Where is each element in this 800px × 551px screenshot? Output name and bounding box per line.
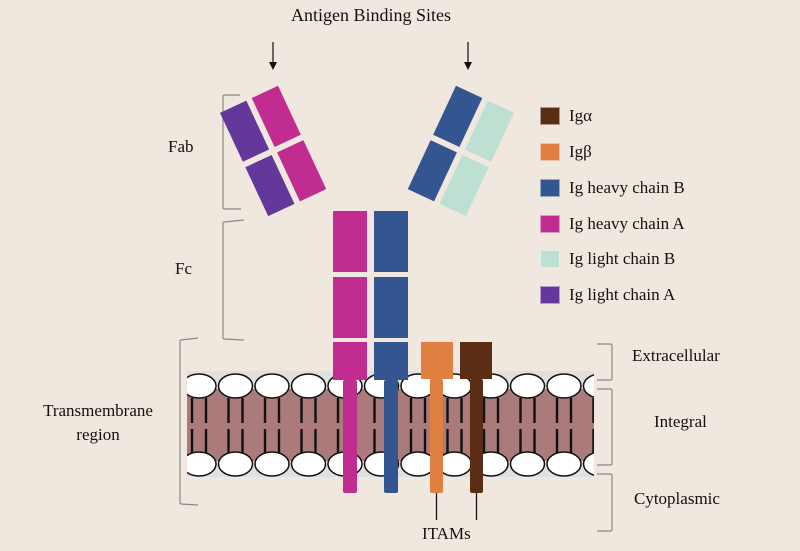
fab-bracket: [222, 94, 241, 210]
phospholipid-head: [187, 373, 217, 399]
phospholipid-head: [509, 451, 546, 477]
transmembrane-bracket: [179, 337, 199, 506]
light-chain-b-variable: [464, 100, 514, 162]
legend-swatch: [540, 215, 560, 233]
heavy-chain-b-variable: [433, 85, 483, 147]
cytoplasmic-bracket: [597, 473, 613, 532]
legend-label: Ig heavy chain A: [569, 214, 685, 233]
light-chain-a-constant: [245, 154, 295, 217]
heavy-chain-b-constant: [407, 140, 457, 202]
integral-bracket: [597, 388, 613, 466]
cytoplasmic-label: Cytoplasmic: [634, 489, 720, 508]
heavy-chain-a-fc: [333, 211, 367, 493]
legend-label: Ig light chain B: [569, 249, 676, 268]
legend-swatch: [540, 107, 560, 125]
extracellular-label: Extracellular: [632, 346, 720, 365]
lipid-bilayer: [187, 371, 594, 477]
legend-label: Ig heavy chain B: [569, 178, 685, 197]
heavy-chain-b-fc: [374, 211, 408, 493]
phospholipid-head: [290, 373, 327, 399]
legend-item-light-chain-b: Ig light chain B: [540, 249, 675, 269]
legend-item-ig-alpha: Igα: [540, 106, 592, 126]
integral-label: Integral: [654, 412, 707, 431]
fc-bracket: [222, 219, 245, 341]
light-chain-b-constant: [439, 154, 489, 217]
legend-swatch: [540, 143, 560, 161]
legend-label: Ig light chain A: [569, 285, 676, 304]
heavy-chain-a-variable: [251, 85, 301, 147]
phospholipid-head: [217, 451, 254, 477]
heavy-chain-a-constant: [277, 140, 327, 202]
fc-label: Fc: [175, 259, 192, 278]
transmembrane-label-line1: Transmembrane: [43, 401, 153, 420]
phospholipid-head: [217, 373, 254, 399]
legend-swatch: [540, 286, 560, 304]
legend-item-ig-beta: Igβ: [540, 142, 592, 162]
legend-label: Igβ: [569, 142, 592, 161]
legend-swatch: [540, 179, 560, 197]
legend-item-heavy-chain-a: Ig heavy chain A: [540, 214, 685, 234]
ig-alpha: [460, 342, 492, 520]
itams-label: ITAMs: [422, 524, 471, 543]
ig-beta: [421, 342, 453, 520]
legend-item-heavy-chain-b: Ig heavy chain B: [540, 178, 685, 198]
arrow-right-icon: [464, 42, 472, 70]
phospholipid-head: [187, 451, 217, 477]
light-chain-a-variable: [220, 100, 270, 162]
phospholipid-head: [546, 451, 582, 477]
arrow-left-icon: [269, 42, 277, 70]
transmembrane-label-line2: region: [76, 425, 120, 444]
phospholipid-head: [254, 451, 290, 477]
fab-left-arm: [220, 85, 327, 217]
extracellular-bracject: [597, 343, 613, 381]
legend-item-light-chain-a: Ig light chain A: [540, 285, 675, 305]
legend-swatch: [540, 250, 560, 268]
phospholipid-head: [290, 451, 327, 477]
phospholipid-head: [546, 373, 582, 399]
fab-right-arm: [407, 85, 514, 217]
phospholipid-head: [582, 374, 594, 398]
phospholipid-head: [400, 451, 436, 477]
legend-label: Igα: [569, 106, 593, 125]
phospholipid-head: [254, 373, 290, 399]
transmembrane-label: Transmembrane region: [32, 399, 164, 447]
fab-label: Fab: [168, 137, 194, 156]
phospholipid-head: [582, 452, 594, 476]
phospholipid-head: [509, 373, 546, 399]
diagram-title: Antigen Binding Sites: [290, 5, 451, 25]
